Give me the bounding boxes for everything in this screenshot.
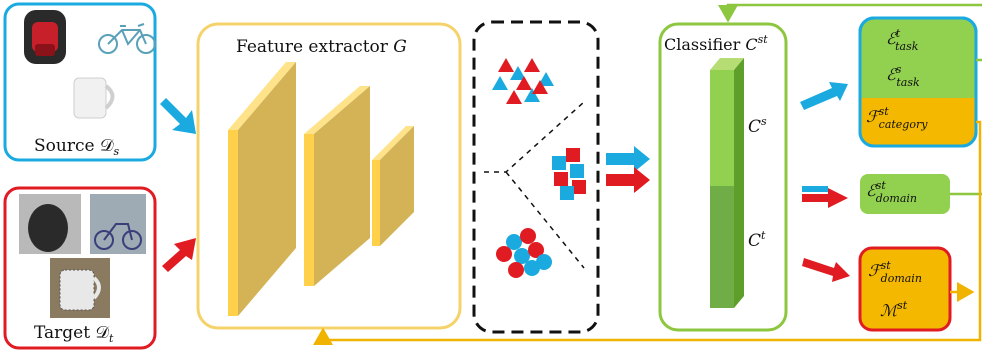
green-feedback-top [718,3,982,23]
target-input-arrow [162,238,196,272]
task-loss-arrow [800,82,848,110]
feature-layer-2 [304,86,370,286]
backpack-image [24,10,66,64]
orange-feedback-category [313,120,982,345]
target-feature-arrow [606,167,650,193]
decision-boundaries [484,101,585,269]
source-label: Source 𝒟s [34,136,120,158]
feature-layer-1 [228,62,296,316]
bicycle-image [98,23,156,54]
source-feature-arrow [606,146,650,172]
target-mug-photo [50,258,110,318]
classifier-target-part [710,186,734,308]
target-domain-box: Target 𝒟t [3,186,157,350]
circle-cluster [496,228,552,278]
domain-arrow-blue [802,186,828,192]
classifier-label: Classifier Cst [664,33,768,54]
classifier-source-part [710,70,734,186]
target-backpack-photo [19,194,81,254]
fdomain-loss-arrow [802,258,850,282]
source-input-arrow [160,98,196,134]
domain-arrow-red [802,188,848,208]
target-bicycle-photo [90,194,146,254]
triangle-cluster [492,58,554,104]
m-loss-label: ℳst [880,299,908,320]
mug-image [73,77,115,119]
classifier-source-label: Cs [748,115,767,137]
feature-layer-3 [372,126,414,246]
classifier-target-label: Ct [748,229,766,251]
classifier-column [710,58,744,308]
source-domain-box: Source 𝒟s [3,2,157,162]
feature-extractor-label: Feature extractor G [236,37,407,57]
classifier-box: Classifier Cst Cs Ct [658,22,788,332]
square-cluster [552,148,586,200]
target-label: Target 𝒟t [34,323,114,345]
feature-space-box [472,20,600,334]
feature-extractor-box: Feature extractor G [196,22,462,330]
